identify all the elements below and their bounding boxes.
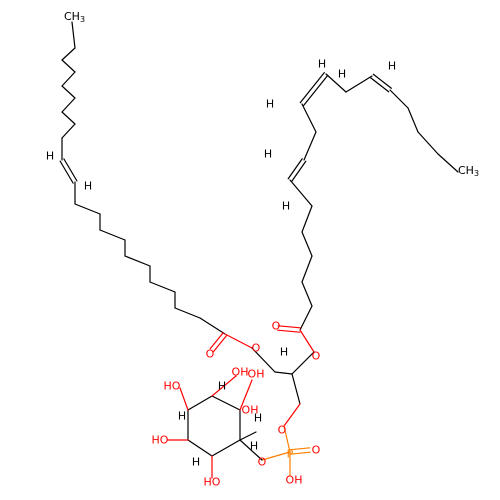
- right-cis-double-bond-0: [291, 160, 307, 182]
- right-chain-bond: [301, 281, 313, 307]
- ring-oh-bond: [211, 375, 237, 397]
- right-cis-double-bond-2: [372, 73, 392, 89]
- right-chain-bond: [301, 255, 313, 283]
- phosphate-bond: [283, 425, 291, 453]
- right-chain-tail-bond: [407, 107, 419, 133]
- glycerol-bond: [251, 347, 276, 373]
- h-label: H: [254, 412, 262, 425]
- right-carbonyl-double-bond: [277, 329, 301, 333]
- right-ester-o-bond: [299, 329, 315, 353]
- left-chain-bond: [149, 281, 176, 293]
- left-chain-bond: [99, 229, 126, 241]
- h-label: H: [266, 98, 274, 111]
- right-cis-double-bond-1: [299, 72, 325, 104]
- left-carbonyl-double-bond: [209, 332, 224, 350]
- right-cis-double-bond-1: [303, 74, 329, 106]
- phosphate-o-label: O: [278, 424, 287, 437]
- left-chain-tail-bond: [71, 21, 76, 49]
- glycerol-bond: [291, 373, 301, 405]
- bond-layer: [59, 21, 459, 479]
- phosphate-o-bond: [283, 403, 301, 427]
- ring-o-label: O: [258, 456, 267, 469]
- inositol-ring-bond: [211, 395, 241, 411]
- right-chain-bond: [325, 73, 347, 93]
- ch3-right-label: CH3: [458, 164, 479, 178]
- right-chain-bond: [301, 205, 313, 233]
- ring-oh-label: OH: [242, 404, 259, 417]
- ring-ho-label: HO: [204, 476, 221, 489]
- left-chain-bond: [199, 317, 226, 335]
- left-chain-bond: [174, 307, 201, 319]
- left-chain-tail-bond: [61, 111, 76, 125]
- left-ester-o-bond: [224, 333, 253, 349]
- glycerol-bond: [291, 351, 315, 375]
- h-label: H: [250, 440, 258, 453]
- phosphate-oh-label: OH: [286, 474, 303, 487]
- ring-oh-bond: [239, 379, 253, 411]
- right-chain-bond: [289, 179, 313, 207]
- inositol-ring-bond: [211, 439, 241, 457]
- left-chain-tail-bond: [61, 47, 76, 61]
- carbonyl-o-label: O: [272, 320, 281, 333]
- left-chain-bond: [124, 255, 151, 267]
- inositol-ring-bond: [239, 439, 263, 461]
- left-chain-tail-bond: [61, 123, 76, 139]
- right-chain-tail-bond: [417, 131, 439, 155]
- right-chain-tail-bond: [389, 89, 409, 109]
- left-chain-tail-bond: [61, 71, 76, 87]
- ch3-top-label: CH3: [64, 10, 85, 24]
- carbonyl-o-label: O: [206, 348, 215, 361]
- ring-oh-label: OH: [248, 368, 265, 381]
- inositol-ring-bond: [187, 439, 213, 457]
- h-label: H: [84, 180, 92, 193]
- h-label: H: [318, 58, 326, 71]
- h-label: H: [264, 148, 272, 161]
- h-label: H: [282, 200, 290, 213]
- left-chain-bond: [74, 203, 101, 215]
- left-cis-double-bond: [63, 158, 78, 182]
- left-carbonyl-double-bond: [213, 334, 228, 352]
- ester-o-label: O: [312, 350, 321, 363]
- phosphate-ring-o-bond: [261, 451, 291, 461]
- h-label: H: [218, 380, 226, 393]
- inositol-ring-bond: [187, 395, 213, 411]
- phosphoryl-double-bond: [289, 447, 311, 451]
- h-label: H: [46, 150, 54, 163]
- ester-o-label: O: [252, 342, 261, 355]
- h-label: H: [192, 456, 200, 469]
- h-label: H: [280, 346, 288, 359]
- ring-h-bond: [239, 431, 257, 441]
- left-chain-tail-bond: [61, 97, 76, 113]
- right-carbonyl-double-bond: [277, 325, 301, 329]
- ring-ho-label: HO: [152, 434, 169, 447]
- left-chain-tail-bond: [61, 85, 76, 99]
- h-label: H: [388, 60, 396, 73]
- ring-oh-bond: [179, 387, 189, 411]
- ring-oh-label: OH: [232, 366, 249, 379]
- phosphoryl-double-bond: [289, 451, 311, 455]
- h-label: H: [178, 410, 186, 423]
- left-chain-tail-bond: [61, 59, 76, 73]
- right-chain-bond: [301, 103, 317, 133]
- h-label: H: [338, 68, 346, 81]
- phosphoryl-o-label: O: [312, 444, 321, 457]
- right-chain-bond: [299, 305, 313, 331]
- ring-ho-label: HO: [164, 380, 181, 393]
- right-chain-bond: [301, 231, 313, 257]
- glycerol-bond: [274, 371, 293, 375]
- right-cis-double-bond-2: [370, 77, 390, 93]
- left-cis-double-bond: [59, 160, 74, 184]
- phosphorus-label: P: [287, 448, 294, 461]
- right-cis-double-bond-0: [287, 158, 303, 180]
- right-chain-tail-bond: [437, 153, 459, 173]
- right-chain-bond: [345, 75, 373, 93]
- right-chain-bond: [303, 131, 317, 161]
